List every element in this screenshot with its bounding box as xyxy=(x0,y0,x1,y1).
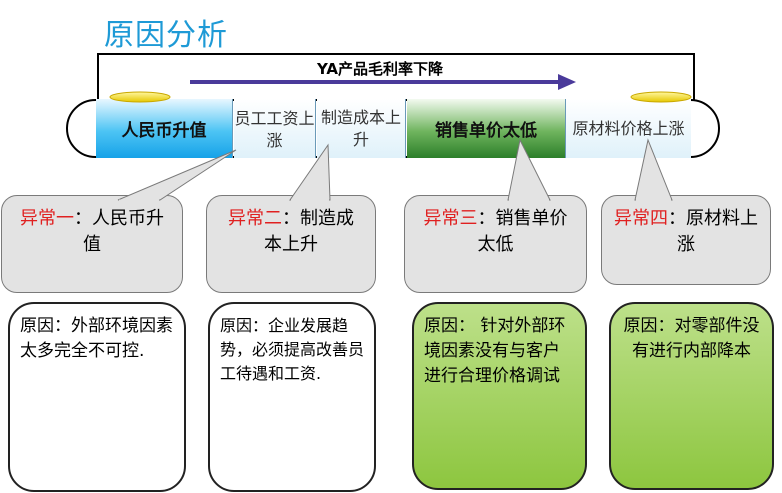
callout-tail-1 xyxy=(117,149,237,201)
reason-text: 原因：对零部件没有进行内部降本 xyxy=(623,316,760,361)
anomaly-text: ：销售单价太低 xyxy=(477,208,568,255)
anomaly-callout-4: 异常四：原材料上涨 xyxy=(601,195,771,285)
segment-label: 制造成本上升 xyxy=(320,107,401,149)
reason-text: 原因：外部环境因素太多完全不可控. xyxy=(20,316,173,361)
anomaly-callout-3: 异常三：销售单价太低 xyxy=(404,195,587,293)
anomaly-tag: 异常一 xyxy=(20,208,74,229)
segment-label: 销售单价太低 xyxy=(435,121,537,141)
segment-label: 员工工资上涨 xyxy=(234,108,315,150)
anomaly-callout-1: 异常一：人民币升值 xyxy=(1,195,183,293)
reason-box-3: 原因： 针对外部环境因素没有与客户进行合理价格调试 xyxy=(412,302,587,490)
callout-tail-3 xyxy=(507,138,551,201)
segment-label: 原材料价格上涨 xyxy=(572,118,685,138)
anomaly-tag: 异常三 xyxy=(423,208,478,229)
segment-rmb-appreciation: 人民币升值 xyxy=(96,99,233,158)
segment-manufacturing-cost: 制造成本上升 xyxy=(317,99,406,158)
banner-panel xyxy=(97,53,695,102)
anomaly-tag: 异常二 xyxy=(228,208,282,229)
reason-box-1: 原因：外部环境因素太多完全不可控. xyxy=(8,302,186,492)
page-title: 原因分析 xyxy=(104,18,228,53)
anomaly-text: ：制造成本上升 xyxy=(264,208,354,255)
trend-arrow xyxy=(190,74,576,90)
segment-material-price: 原材料价格上涨 xyxy=(565,99,691,158)
callout-tail-2 xyxy=(289,143,331,201)
segment-wage-rise: 员工工资上涨 xyxy=(234,99,316,158)
anomaly-text: ：原材料上涨 xyxy=(668,208,758,255)
banner-title: YA产品毛利率下降 xyxy=(316,60,444,78)
reason-text: 原因： 针对外部环境因素没有与客户进行合理价格调试 xyxy=(424,316,566,386)
tube-cap-right xyxy=(630,91,692,103)
reason-box-4: 原因：对零部件没有进行内部降本 xyxy=(609,302,774,490)
anomaly-callout-2: 异常二：制造成本上升 xyxy=(206,195,376,293)
anomaly-text: ：人民币升值 xyxy=(74,208,164,255)
reason-box-2: 原因：企业发展趋势，必须提高改善员工待遇和工资. xyxy=(208,302,376,492)
reason-text: 原因：企业发展趋势，必须提高改善员工待遇和工资. xyxy=(220,316,365,383)
segment-low-price: 销售单价太低 xyxy=(407,99,565,158)
segment-label: 人民币升值 xyxy=(121,121,207,141)
callout-tail-4 xyxy=(634,138,673,201)
tube-cap-left xyxy=(109,91,171,103)
anomaly-tag: 异常四 xyxy=(614,208,668,229)
